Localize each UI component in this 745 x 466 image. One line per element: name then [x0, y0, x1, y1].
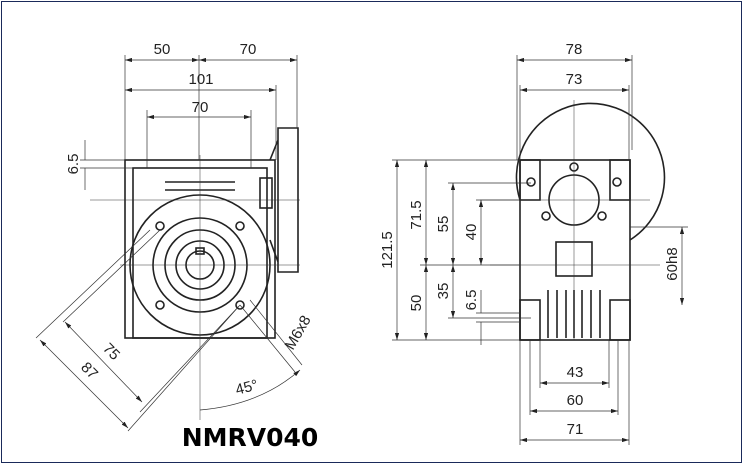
model-title: NMRV040 [182, 423, 319, 452]
dim-43: 43 [567, 364, 584, 381]
dim-87: 87 [77, 359, 101, 383]
dim-55: 55 [435, 216, 452, 233]
thread-label: M6x8 [282, 313, 315, 353]
dim-73: 73 [566, 71, 583, 88]
front-view [35, 55, 303, 432]
dim-50-right: 50 [408, 295, 425, 312]
dim-121-5: 121.5 [379, 231, 396, 269]
dim-71-5: 71.5 [408, 200, 425, 229]
angle-label: 45° [234, 377, 260, 399]
dim-78: 78 [566, 41, 583, 58]
dim-101: 101 [188, 71, 213, 88]
dim-60: 60 [567, 392, 584, 409]
dim-6-5: 6.5 [65, 154, 82, 175]
side-view [392, 55, 688, 445]
dim-70-top: 70 [240, 41, 257, 58]
dim-75: 75 [99, 340, 123, 364]
dim-60h8: 60h8 [664, 247, 681, 280]
dim-50: 50 [154, 41, 171, 58]
dim-70: 70 [192, 99, 209, 116]
dim-40: 40 [463, 224, 480, 241]
dim-6-5-right: 6.5 [463, 290, 480, 311]
dim-35: 35 [435, 283, 452, 300]
dim-71: 71 [567, 421, 584, 438]
